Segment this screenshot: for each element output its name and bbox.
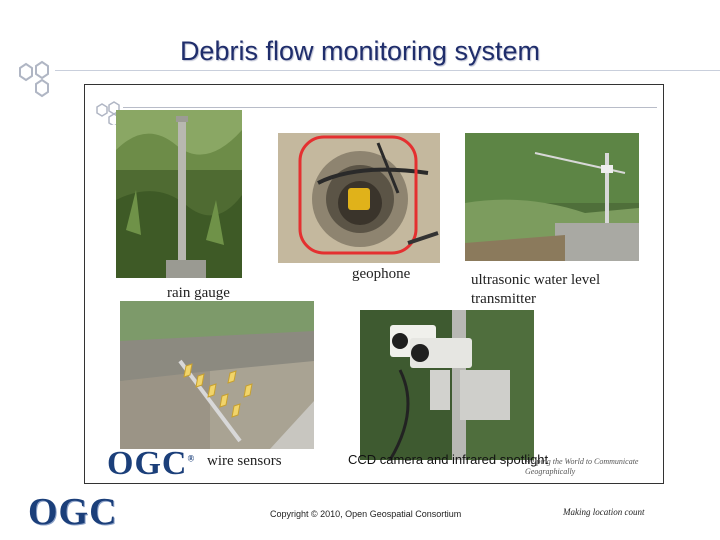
inner-rule bbox=[123, 107, 657, 108]
ultrasonic-transmitter-photo bbox=[465, 133, 639, 261]
caption-wire-sensors: wire sensors bbox=[207, 453, 282, 469]
caption-rain-gauge: rain gauge bbox=[167, 285, 230, 301]
ccd-camera-photo bbox=[360, 310, 534, 460]
caption-ultrasonic: ultrasonic water level transmitter bbox=[471, 272, 601, 307]
figure-tagline: Helping the World to Communicate Geograp… bbox=[525, 457, 639, 476]
figure-frame: rain gauge geophone ultrasonic water lev… bbox=[84, 84, 664, 484]
rain-gauge-photo bbox=[116, 110, 242, 278]
wire-sensors-photo bbox=[120, 301, 314, 449]
slide-title: Debris flow monitoring system bbox=[179, 36, 541, 66]
geophone-photo bbox=[278, 133, 440, 263]
footer-motto: Making location count bbox=[563, 507, 645, 517]
figure-ogc-logo: OGC® bbox=[107, 445, 196, 482]
footer-ogc-logo: OGC bbox=[28, 491, 118, 533]
hexagon-decoration-icon bbox=[19, 60, 49, 98]
caption-geophone: geophone bbox=[352, 266, 411, 282]
footer-copyright: Copyright © 2010, Open Geospatial Consor… bbox=[270, 509, 462, 519]
caption-ccd-camera: CCD camera and infrared spotlight bbox=[348, 452, 549, 467]
title-rule bbox=[55, 70, 720, 71]
